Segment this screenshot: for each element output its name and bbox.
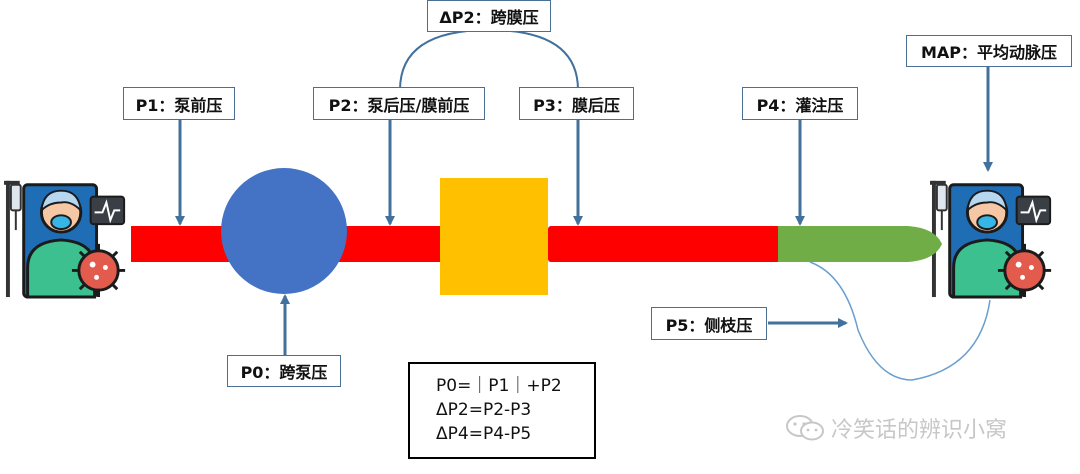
formula-dp2: ΔP2=P2-P3 [436,400,532,420]
watermark-text: 冷笑话的辨识小窝 [831,418,1008,443]
dp2-label: ΔP2：跨膜压 [427,0,551,32]
left-patient-icon [4,179,127,299]
tube-segment-drainage [131,226,231,262]
watermark: 冷笑话的辨识小窝 [785,412,1007,444]
formula-box: P0=｜P1｜+P2 ΔP2=P2-P3 ΔP4=P4-P5 [408,362,596,459]
right-patient-icon [930,179,1053,299]
pump-head [221,168,347,294]
wechat-logo-icon [786,415,824,441]
arterial-cannula [778,226,942,262]
tube-segment-pump-to-membrane [336,226,440,262]
membrane-oxygenator [440,178,548,295]
p5-label: P5：侧枝压 [651,307,767,340]
p0-label: P0：跨泵压 [227,355,341,387]
p4-label: P4：灌注压 [742,87,858,120]
map-label: MAP：平均动脉压 [906,35,1072,67]
formula-p0: P0=｜P1｜+P2 [436,376,562,396]
p3-label: P3：膜后压 [519,87,634,120]
tube-segment-return [548,226,780,262]
p2-label: P2：泵后压/膜前压 [313,87,485,120]
transmembrane-arc [399,28,579,91]
formula-dp4: ΔP4=P4-P5 [436,424,532,444]
p1-label: P1：泵前压 [123,87,235,120]
side-branch-curve [809,261,991,381]
